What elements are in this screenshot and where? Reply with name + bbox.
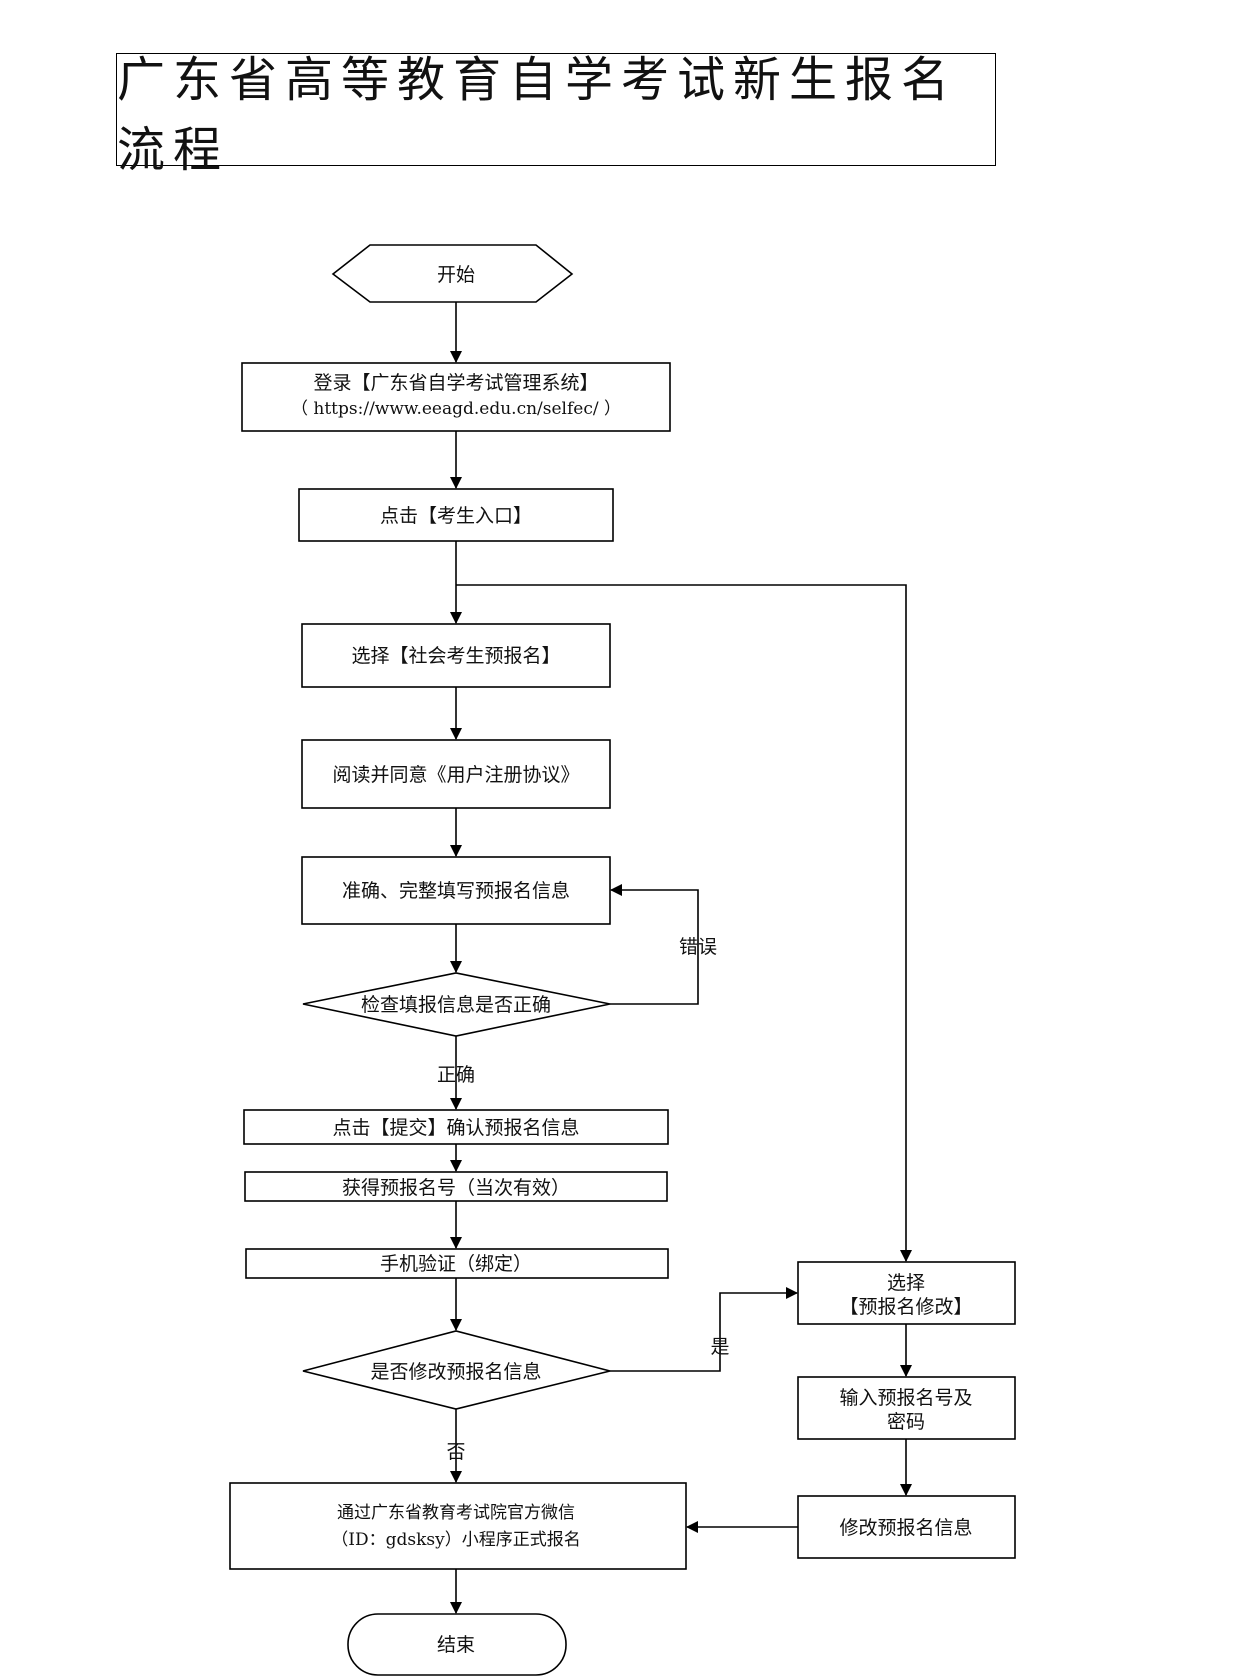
edge-modify-yes (610, 1287, 798, 1372)
select-social-label: 选择【社会考生预报名】 (351, 645, 560, 667)
check-info-label: 检查填报信息是否正确 (361, 994, 551, 1016)
login-label-1: 登录【广东省自学考试管理系统】 (313, 372, 598, 394)
start-node (331, 244, 574, 303)
wechat-label-2: （ID：gdsksy）小程序正式报名 (331, 1530, 580, 1550)
edge-check-error (610, 884, 699, 1005)
end-label: 结束 (437, 1634, 475, 1656)
submit-label: 点击【提交】确认预报名信息 (332, 1117, 579, 1139)
wechat-node (229, 1482, 687, 1570)
edge-label-no: 否 (446, 1441, 465, 1463)
edge-label-correct: 正确 (437, 1064, 475, 1086)
phone-verify-node (245, 1248, 669, 1279)
select-modify-label-1: 选择 (887, 1272, 925, 1294)
end-node (347, 1613, 567, 1676)
login-label-2: （ https://www.eeagd.edu.cn/selfec/ ） (291, 399, 621, 419)
edge-click-select-modify (456, 584, 912, 1262)
read-agree-label: 阅读并同意《用户注册协议》 (332, 764, 579, 786)
phone-verify-label: 手机验证（绑定） (380, 1253, 532, 1275)
click-entry-label: 点击【考生入口】 (380, 505, 532, 527)
input-number-label-1: 输入预报名号及 (839, 1387, 972, 1409)
modify-info-label: 修改预报名信息 (839, 1517, 972, 1539)
select-modify-label-2: 【预报名修改】 (839, 1296, 972, 1318)
input-number-label-2: 密码 (887, 1411, 925, 1433)
modify-decision-label: 是否修改预报名信息 (370, 1361, 541, 1383)
edge-label-yes: 是 (710, 1336, 729, 1358)
get-number-label: 获得预报名号（当次有效） (342, 1177, 570, 1199)
wechat-label-1: 通过广东省教育考试院官方微信 (337, 1503, 575, 1523)
fill-info-label: 准确、完整填写预报名信息 (342, 880, 570, 902)
start-label: 开始 (437, 264, 475, 286)
edge-label-error: 错误 (679, 936, 717, 958)
